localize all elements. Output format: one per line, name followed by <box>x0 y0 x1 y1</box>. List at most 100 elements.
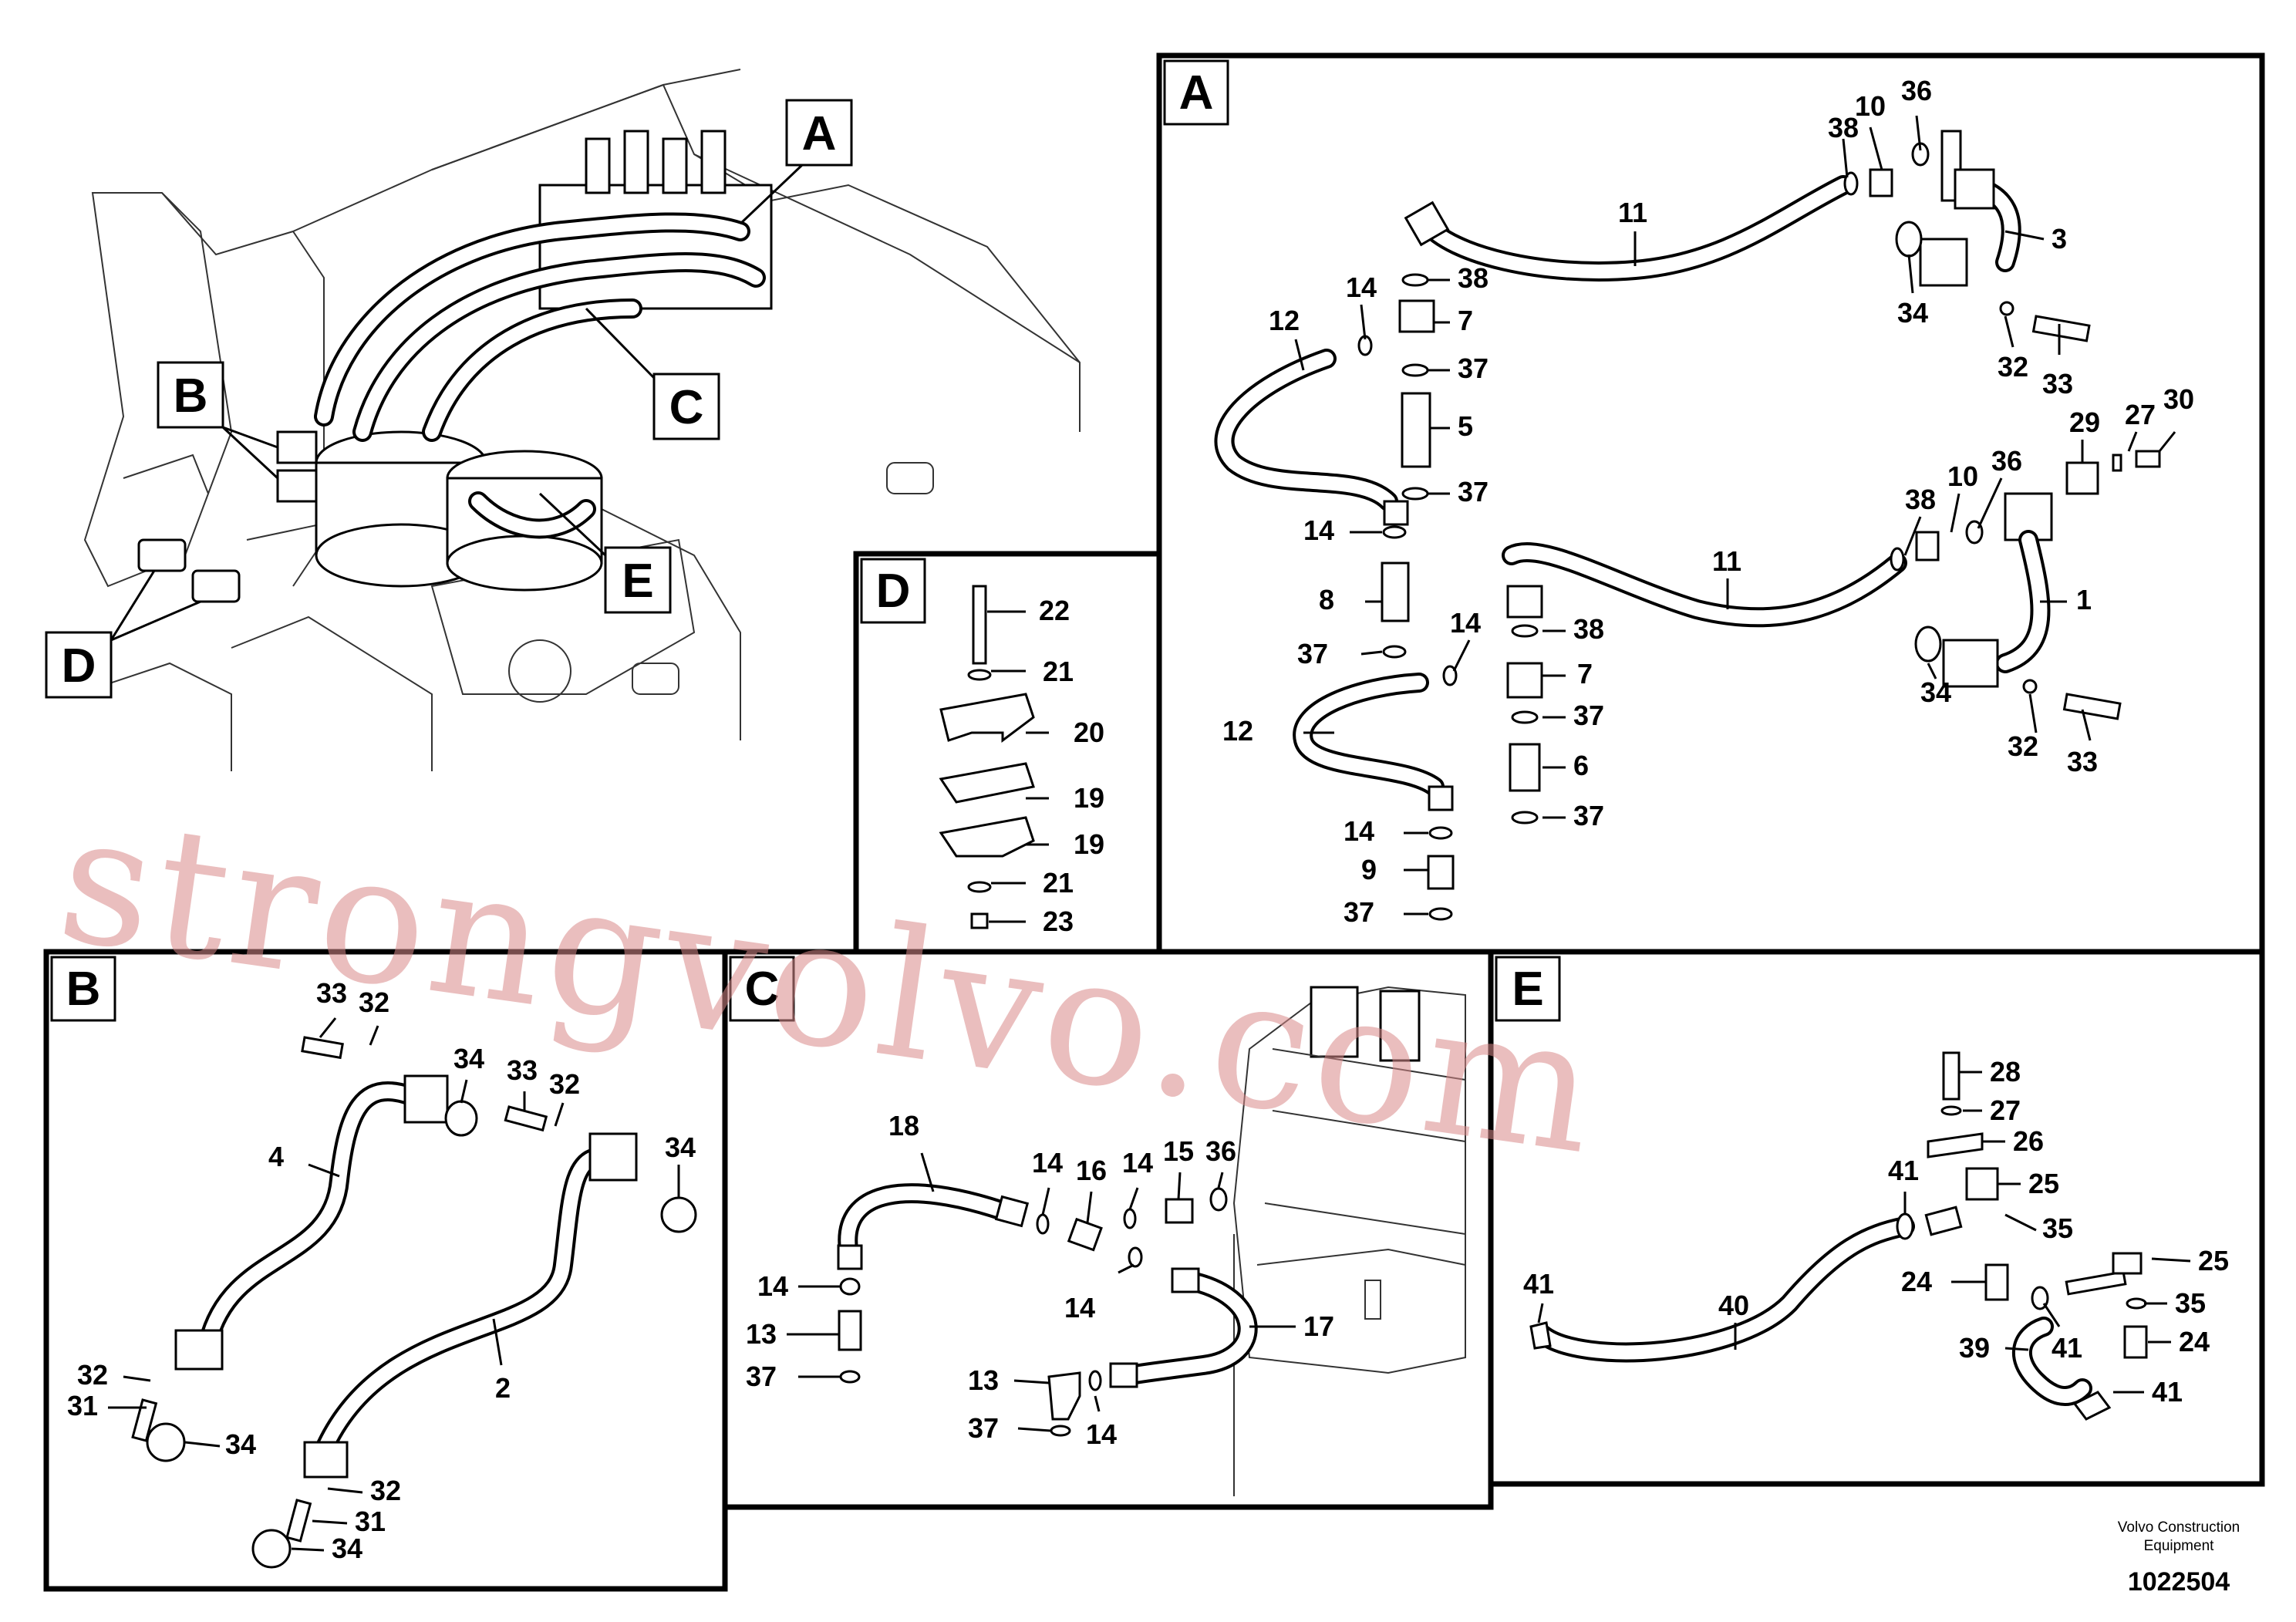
label-14: 14 <box>1344 815 1374 847</box>
callout-d: D <box>62 639 96 693</box>
panel-a-label: A <box>1179 66 1214 120</box>
label-28: 28 <box>1990 1056 2021 1088</box>
label-11: 11 <box>1712 545 1741 577</box>
label-37: 37 <box>1458 352 1489 384</box>
label-9: 9 <box>1361 854 1377 885</box>
label-33: 33 <box>2067 746 2098 777</box>
label-26: 26 <box>2013 1125 2044 1157</box>
label-29: 29 <box>2069 406 2100 438</box>
panel-e: E 28 <box>1488 949 2265 1487</box>
label-32: 32 <box>77 1359 108 1391</box>
label-4: 4 <box>268 1141 284 1172</box>
label-35: 35 <box>2042 1212 2073 1244</box>
label-41: 41 <box>1888 1155 1919 1186</box>
panel-c-label: C <box>745 963 780 1016</box>
label-39: 39 <box>1959 1332 1990 1364</box>
label-36: 36 <box>1901 75 1932 106</box>
watermark: strongvolvo.com <box>48 775 1611 1195</box>
label-7: 7 <box>1577 658 1593 690</box>
label-32: 32 <box>2008 730 2038 762</box>
label-5: 5 <box>1458 410 1473 442</box>
label-37: 37 <box>1573 800 1604 831</box>
label-25: 25 <box>2028 1168 2059 1199</box>
label-32: 32 <box>359 986 389 1018</box>
label-25: 25 <box>2198 1245 2229 1276</box>
label-37: 37 <box>968 1412 999 1444</box>
callout-a: A <box>802 107 837 160</box>
label-41: 41 <box>1523 1268 1554 1300</box>
label-38: 38 <box>1905 484 1936 515</box>
overview-illustration: A B C D E <box>45 69 1081 771</box>
label-36: 36 <box>1205 1135 1236 1167</box>
label-37: 37 <box>1573 700 1604 731</box>
panel-a: A <box>1156 52 2265 955</box>
label-14: 14 <box>757 1270 788 1302</box>
label-23: 23 <box>1043 905 1074 937</box>
label-19: 19 <box>1074 782 1104 814</box>
label-37: 37 <box>1458 476 1489 508</box>
label-19: 19 <box>1074 828 1104 860</box>
label-8: 8 <box>1319 584 1334 615</box>
label-35: 35 <box>2175 1287 2206 1319</box>
label-14: 14 <box>1450 607 1481 639</box>
panel-b: B 33 32 34 33 <box>43 949 728 1592</box>
label-24: 24 <box>2179 1326 2210 1357</box>
label-11: 11 <box>1618 197 1647 228</box>
label-33: 33 <box>507 1054 538 1086</box>
label-10: 10 <box>1947 460 1978 492</box>
label-17: 17 <box>1303 1310 1334 1342</box>
label-40: 40 <box>1718 1290 1749 1321</box>
label-41: 41 <box>2052 1332 2082 1364</box>
label-27: 27 <box>2125 399 2156 430</box>
label-14: 14 <box>1122 1147 1153 1179</box>
label-33: 33 <box>316 977 347 1009</box>
label-30: 30 <box>2163 383 2194 415</box>
label-36: 36 <box>1991 445 2022 477</box>
label-3: 3 <box>2052 223 2067 255</box>
label-15: 15 <box>1163 1135 1194 1167</box>
label-12: 12 <box>1269 305 1300 336</box>
label-41: 41 <box>2152 1376 2183 1408</box>
label-32: 32 <box>1998 351 2028 383</box>
company-name-line1: Volvo Construction <box>2118 1519 2240 1536</box>
label-14: 14 <box>1346 271 1377 303</box>
label-27: 27 <box>1990 1094 2021 1126</box>
label-38: 38 <box>1828 112 1859 143</box>
label-10: 10 <box>1855 90 1886 122</box>
label-34: 34 <box>332 1533 362 1564</box>
label-32: 32 <box>370 1475 401 1506</box>
label-24: 24 <box>1901 1266 1932 1297</box>
label-18: 18 <box>888 1110 919 1141</box>
label-7: 7 <box>1458 305 1473 336</box>
label-12: 12 <box>1222 715 1253 747</box>
label-31: 31 <box>67 1390 98 1421</box>
panel-c: C <box>722 949 1494 1510</box>
label-38: 38 <box>1458 262 1489 294</box>
label-1: 1 <box>2076 584 2092 615</box>
label-13: 13 <box>746 1318 777 1350</box>
label-2: 2 <box>495 1372 511 1404</box>
label-33: 33 <box>2042 368 2073 400</box>
label-38: 38 <box>1573 613 1604 645</box>
callout-b: B <box>174 369 208 423</box>
label-22: 22 <box>1039 595 1070 626</box>
label-20: 20 <box>1074 717 1104 748</box>
label-14: 14 <box>1086 1418 1117 1450</box>
label-21: 21 <box>1043 656 1074 687</box>
label-14: 14 <box>1064 1292 1095 1324</box>
label-37: 37 <box>746 1361 777 1392</box>
label-34: 34 <box>1920 676 1951 708</box>
company-name-line2: Equipment <box>2144 1538 2215 1554</box>
label-21: 21 <box>1043 867 1074 899</box>
panel-e-label: E <box>1512 963 1543 1016</box>
callout-c: C <box>669 381 704 434</box>
label-32: 32 <box>549 1068 580 1100</box>
label-14: 14 <box>1032 1147 1063 1179</box>
document-number: 1022504 <box>2128 1567 2230 1597</box>
label-14: 14 <box>1303 514 1334 546</box>
label-31: 31 <box>355 1506 386 1537</box>
callout-e: E <box>622 555 653 608</box>
label-16: 16 <box>1076 1155 1107 1186</box>
label-6: 6 <box>1573 750 1589 781</box>
label-34: 34 <box>225 1428 256 1460</box>
